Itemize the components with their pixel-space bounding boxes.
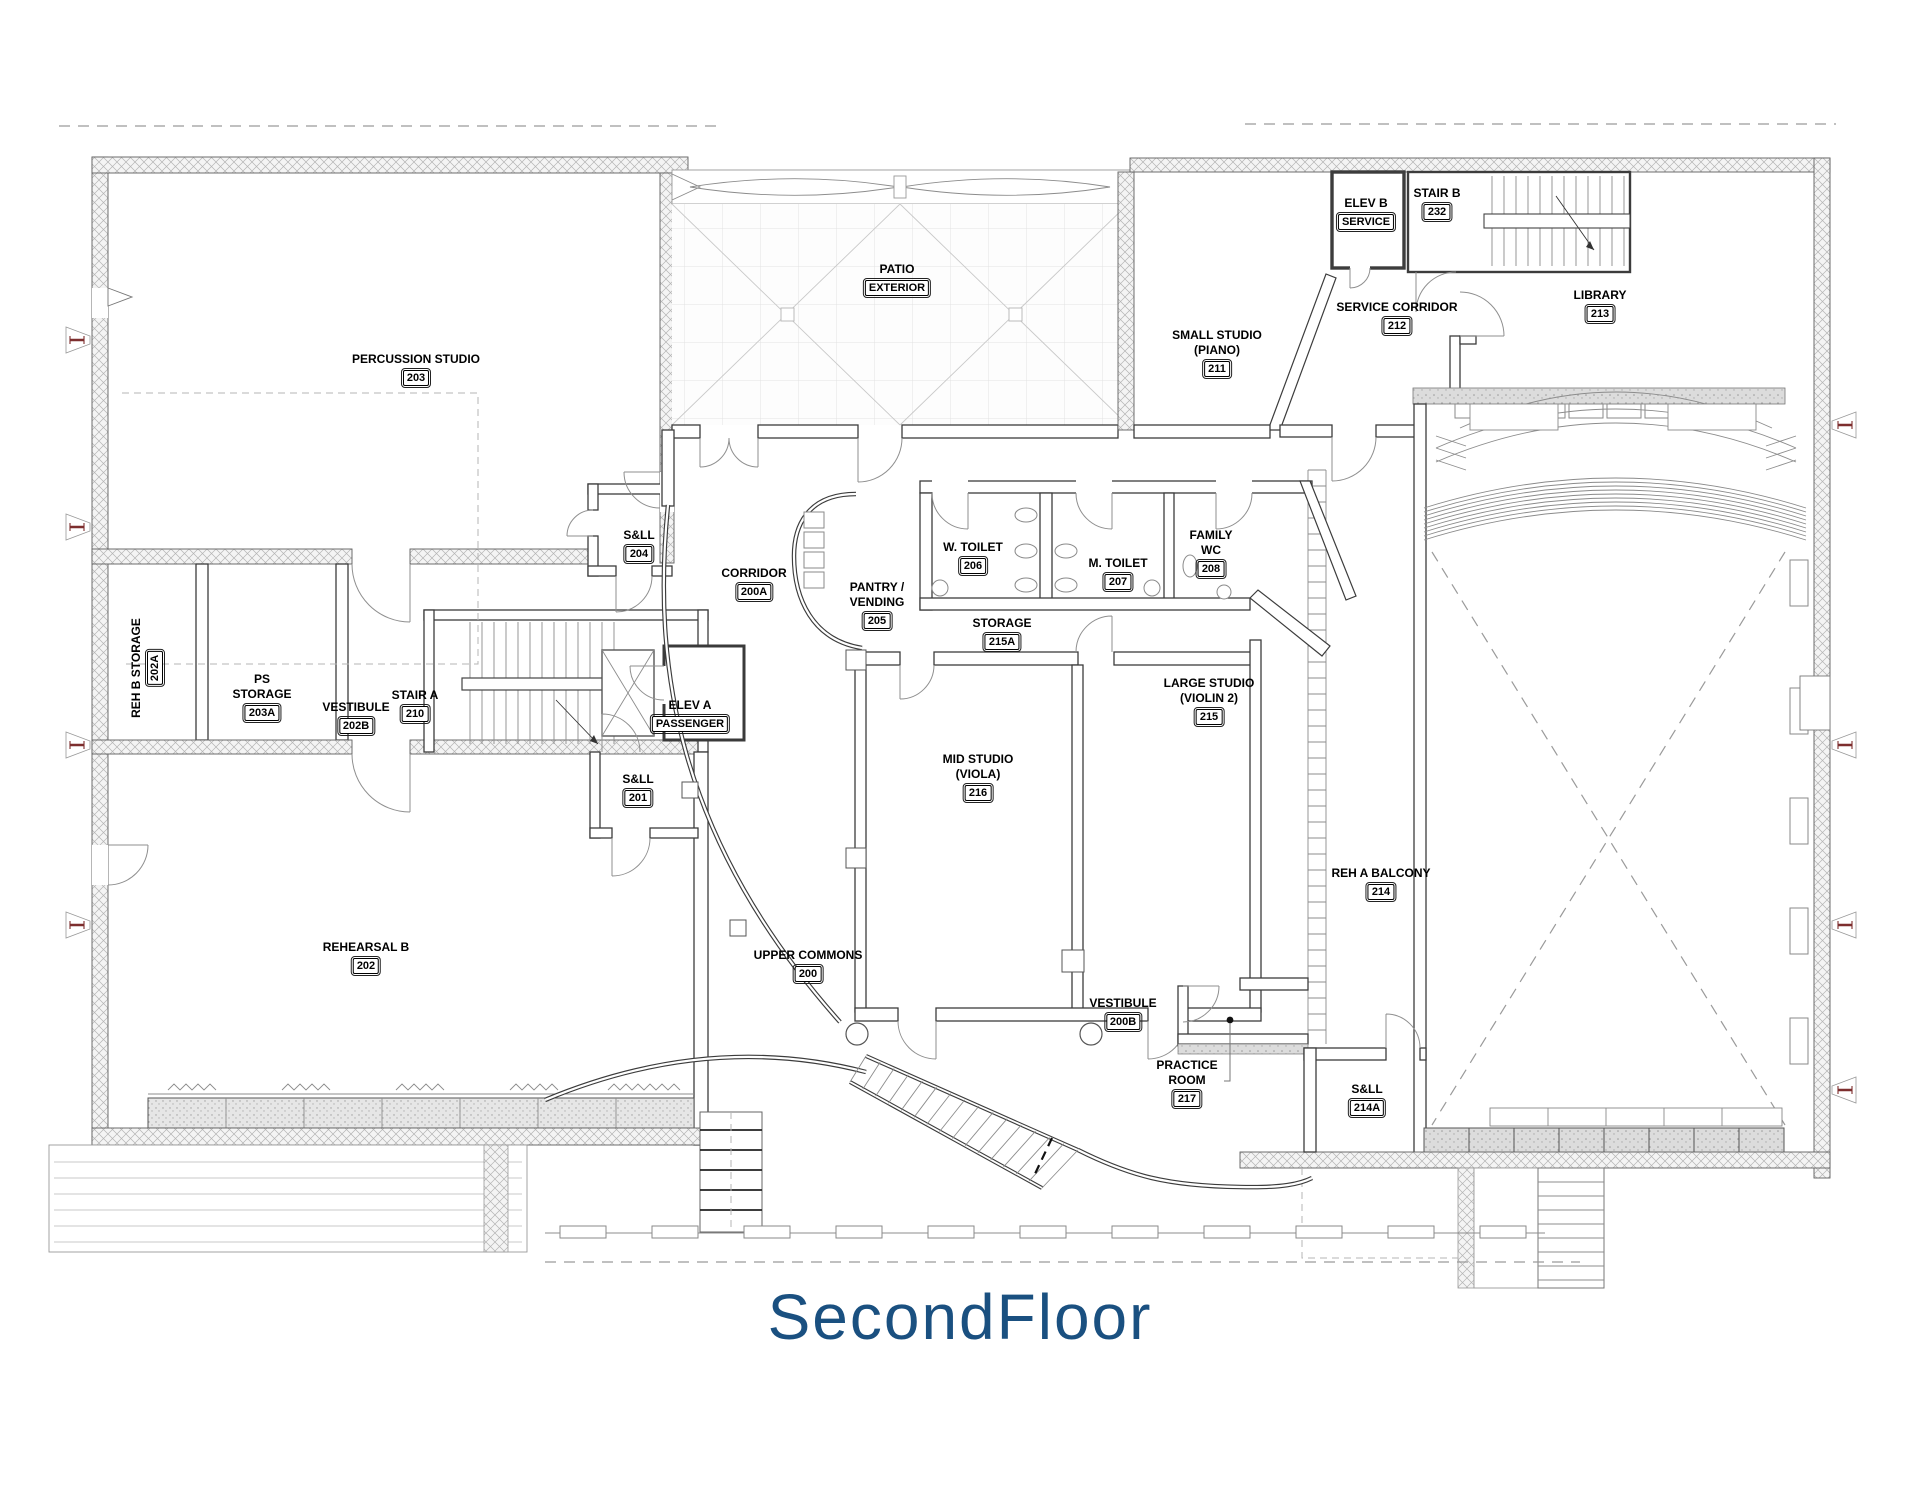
room-name: VESTIBULE [1089,996,1157,1010]
room-number-box: 214 [1365,881,1397,903]
room-name: M. TOILET [1088,556,1148,570]
room-name: PERCUSSION STUDIO [351,352,481,366]
room-name: ELEV A [668,698,712,712]
room-name: ELEV B [1344,196,1388,210]
room-name: W. TOILET [943,540,1003,554]
room-number-box: 215A [982,631,1022,653]
room-name: PRACTICE ROOM [1156,1058,1218,1087]
room-number-box: SERVICE [1335,211,1397,233]
exterior-stair-southwest [699,1111,763,1233]
room-name: REHEARSAL B [322,940,410,954]
room-name: LIBRARY [1573,288,1627,302]
room-name: VESTIBULE [322,700,390,714]
room-number-box: 217 [1171,1088,1203,1110]
upper-commons-area [544,504,1580,1263]
room-label-mid-studio: MID STUDIO (VIOLA)216 [942,752,1014,804]
room-number-box: 232 [1421,201,1453,223]
room-number-box: 205 [861,610,893,632]
room-name: STORAGE [972,616,1032,630]
room-name: STAIR B [1413,186,1461,200]
room-number-box: PASSENGER [649,713,731,735]
property-dash-lines [59,123,1836,127]
room-number-box: 214A [1347,1097,1387,1119]
room-number-box: 207 [1102,571,1134,593]
room-number-box: 206 [957,555,989,577]
room-number-box: EXTERIOR [862,277,932,299]
room-name: UPPER COMMONS [753,948,863,962]
northeast-block [1129,157,1831,1179]
room-name: SERVICE CORRIDOR [1336,300,1458,314]
room-name: LARGE STUDIO (VIOLIN 2) [1163,676,1255,705]
room-number-box: 203A [242,702,282,724]
room-name: PS STORAGE [232,672,292,701]
room-number-box: 216 [962,782,994,804]
rehearsal-hall [1239,391,1831,1289]
room-name: MID STUDIO (VIOLA) [942,752,1014,781]
room-name: S&LL [1351,1082,1383,1096]
room-name: REH A BALCONY [1331,866,1431,880]
room-name: REH B STORAGE [129,618,143,718]
room-number-box: 202A [145,645,165,691]
room-number-box: 200B [1103,1011,1143,1033]
room-number-box: 210 [399,703,431,725]
room-name: PANTRY / VENDING [849,580,905,609]
room-number-box: 215 [1193,706,1225,728]
room-number-box: 200 [792,963,824,985]
room-name: S&LL [622,772,654,786]
room-number-box: 203 [400,367,432,389]
room-label-large-studio: LARGE STUDIO (VIOLIN 2)215 [1163,676,1255,728]
room-number-box: 212 [1381,315,1413,337]
center-core [661,429,1357,1060]
section-markers [65,326,1857,1104]
room-number-box: 211 [1201,358,1233,380]
room-label-small-studio-piano: SMALL STUDIO (PIANO)211 [1172,328,1262,380]
room-number-box: 200A [734,581,774,603]
room-number-box: 204 [623,543,655,565]
vestibule-200b-area [1177,977,1427,1153]
room-name: S&LL [623,528,655,542]
room-number-box: 202B [336,715,376,737]
floor-title: SecondFloor [767,1281,1153,1353]
room-number-box: 201 [622,787,654,809]
west-terrace [48,1144,528,1253]
room-name: CORRIDOR [721,566,787,580]
patio [671,169,1135,483]
room-number-box: 202 [350,955,382,977]
room-name: FAMILY WC [1189,528,1233,557]
room-name: SMALL STUDIO (PIANO) [1172,328,1262,357]
room-number-box: 208 [1195,558,1227,580]
room-name: PATIO [879,262,915,276]
room-name: STAIR A [391,688,439,702]
room-number-box: 213 [1584,303,1616,325]
